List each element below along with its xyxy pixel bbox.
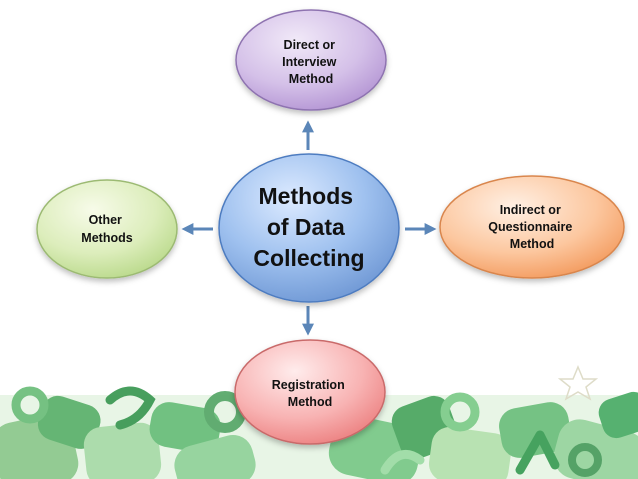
node-left-line-1: Other <box>89 213 122 227</box>
center-line-3: Collecting <box>253 245 364 271</box>
node-top-line-3: Method <box>289 72 333 86</box>
node-top-line-2: Interview <box>282 55 336 69</box>
svg-text:Direct or Interview: Direct or Interview Method <box>282 38 340 86</box>
center-line-2: of Data <box>267 214 345 240</box>
connector-arrows <box>181 120 437 336</box>
svg-text:Other Methods: Other Methods <box>81 213 132 245</box>
svg-text:Registration Method: Registration Method <box>272 378 348 409</box>
node-other-methods: Other Methods <box>36 179 178 279</box>
node-center-methods-of-data-collecting: Methods of Data Collecting <box>218 153 400 303</box>
center-line-1: Methods <box>259 183 354 209</box>
svg-text:Methods of Data Co: Methods of Data Collecting <box>253 183 364 271</box>
node-right-line-2: Questionnaire <box>488 220 572 234</box>
svg-text:Indirect or Questionnair: Indirect or Questionnaire Method <box>488 203 576 251</box>
node-left-line-2: Methods <box>81 231 132 245</box>
node-bottom-line-1: Registration <box>272 378 345 392</box>
node-bottom-line-2: Method <box>288 395 332 409</box>
node-indirect-questionnaire-method: Indirect or Questionnaire Method <box>439 175 625 279</box>
node-registration-method: Registration Method <box>234 339 386 445</box>
node-top-line-1: Direct or <box>284 38 336 52</box>
node-direct-interview-method: Direct or Interview Method <box>235 9 387 111</box>
node-right-line-1: Indirect or <box>500 203 561 217</box>
star-icon <box>557 365 599 401</box>
node-right-line-3: Method <box>510 237 554 251</box>
